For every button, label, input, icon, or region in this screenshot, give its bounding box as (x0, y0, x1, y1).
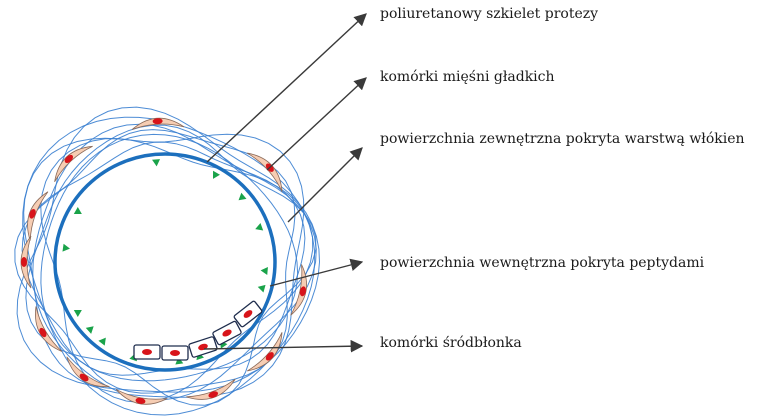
label-inner-surface: powierzchnia wewnętrzna pokryta peptydam… (380, 255, 705, 271)
smooth-muscle-cell (35, 306, 63, 352)
cell-nucleus (142, 349, 152, 355)
peptide-marker (238, 192, 247, 201)
smooth-muscle-cell (66, 356, 110, 388)
peptide-marker (85, 326, 94, 334)
cell-nucleus (208, 391, 219, 398)
fiber-strand (22, 116, 316, 416)
fiber-strand (25, 124, 317, 406)
peptide-marker (62, 243, 70, 252)
cell-nucleus (64, 154, 74, 163)
endothelial-cell (188, 336, 218, 358)
cell-nucleus (243, 310, 253, 318)
cell-nucleus (135, 397, 146, 404)
peptide-marker (260, 266, 268, 275)
cell-nucleus (170, 350, 180, 356)
fiber-strand (32, 123, 317, 401)
fiber-strand (23, 133, 305, 398)
smooth-muscle-cell (247, 332, 283, 372)
smooth-muscle-cell (131, 117, 185, 130)
smooth-muscle-cells (20, 117, 308, 405)
peptide-marker (73, 207, 82, 214)
arrow-smooth-muscle (266, 77, 367, 171)
peptide-marker (257, 284, 266, 293)
endothelial-cells (133, 300, 263, 361)
arrow-outer-surface (287, 147, 363, 223)
label-scaffold: poliuretanowy szkielet protezy (380, 6, 599, 22)
cell-nucleus (222, 329, 232, 337)
cell-nucleus (39, 327, 47, 338)
smooth-muscle-cell (54, 145, 93, 182)
cell-nucleus (152, 118, 163, 125)
cell-nucleus (21, 257, 27, 267)
peptide-marker (175, 357, 184, 365)
arrow-inner-surface (269, 258, 364, 287)
fiber-strand (40, 133, 299, 382)
smooth-muscle-cell (115, 389, 168, 405)
peptide-marker (98, 337, 106, 346)
pointer-arrows (203, 13, 367, 353)
peptide-marker (213, 170, 220, 179)
cell-nucleus (299, 286, 307, 297)
fiber-strand (16, 106, 321, 393)
endothelial-cell (133, 344, 161, 360)
endothelial-cell (212, 320, 242, 346)
polyurethane-scaffold-ring (53, 152, 277, 372)
label-smooth-muscle-cells: komórki mięśni gładkich (380, 69, 555, 85)
smooth-muscle-cell (186, 378, 236, 400)
arrow-scaffold (206, 13, 367, 163)
cell-nucleus (29, 208, 36, 219)
fiber-strand (21, 141, 306, 376)
arrow-endothelial (203, 339, 364, 353)
smooth-muscle-cell (27, 191, 49, 241)
peptide-marker (73, 310, 82, 317)
smooth-muscle-cell (20, 235, 32, 289)
endothelial-cell (233, 300, 263, 328)
peptide-marker (255, 223, 264, 231)
peptide-marker (152, 159, 161, 167)
endothelial-cell (161, 345, 189, 361)
cell-nucleus (79, 373, 89, 382)
cell-nucleus (265, 352, 274, 361)
label-outer-surface: powierzchnia zewnętrzna pokryta warstwą … (380, 131, 745, 147)
label-endothelial-cells: komórki śródbłonka (380, 335, 522, 351)
